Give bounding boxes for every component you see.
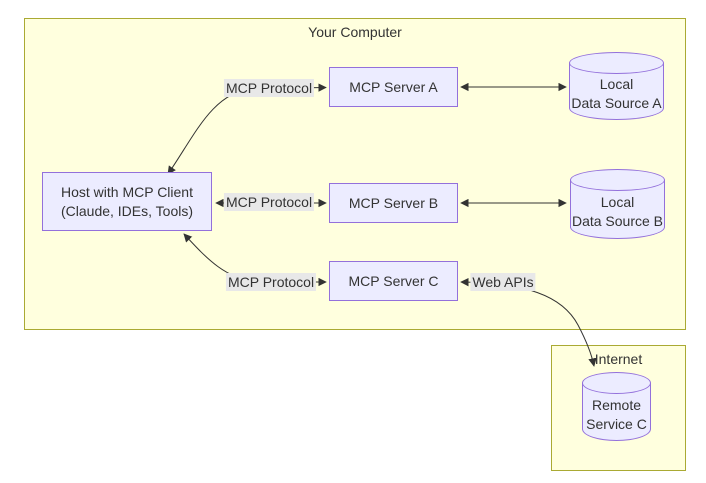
node-data-source-b-line1: Local (600, 194, 635, 210)
node-local-data-source-a: Local Data Source A (569, 52, 664, 120)
node-mcp-server-a: MCP Server A (329, 67, 458, 107)
node-host-label-line2: (Claude, IDEs, Tools) (60, 202, 193, 219)
node-remote-service-c-line1: Remote (591, 396, 642, 413)
node-remote-service-c: Remote Service C (582, 372, 651, 441)
cluster-your-computer-title: Your Computer (308, 24, 402, 40)
cylinder-top (569, 52, 664, 74)
cylinder-top (582, 372, 651, 394)
node-mcp-server-c: MCP Server C (329, 261, 458, 301)
cluster-internet-title: Internet (594, 351, 643, 367)
node-host-with-mcp-client: Host with MCP Client (Claude, IDEs, Tool… (42, 172, 212, 231)
edge-label-mcp-protocol-c: MCP Protocol (225, 273, 317, 291)
node-local-data-source-b: Local Data Source B (570, 169, 665, 239)
node-data-source-a-line2: Data Source A (571, 95, 662, 111)
node-mcp-server-b-label: MCP Server B (348, 194, 439, 211)
node-remote-service-c-line2: Service C (586, 415, 647, 432)
node-data-source-b-line2: Data Source B (571, 213, 664, 229)
node-mcp-server-b: MCP Server B (329, 183, 458, 223)
edge-label-mcp-protocol-b: MCP Protocol (223, 193, 315, 211)
node-host-label-line1: Host with MCP Client (60, 183, 193, 200)
node-data-source-a-line1: Local (599, 76, 634, 92)
edge-label-web-apis: Web APIs (470, 273, 536, 291)
cylinder-body (569, 63, 664, 120)
node-mcp-server-c-label: MCP Server C (348, 272, 439, 289)
cylinder-top (570, 169, 665, 191)
edge-label-mcp-protocol-a: MCP Protocol (223, 79, 315, 97)
node-mcp-server-a-label: MCP Server A (349, 78, 438, 95)
